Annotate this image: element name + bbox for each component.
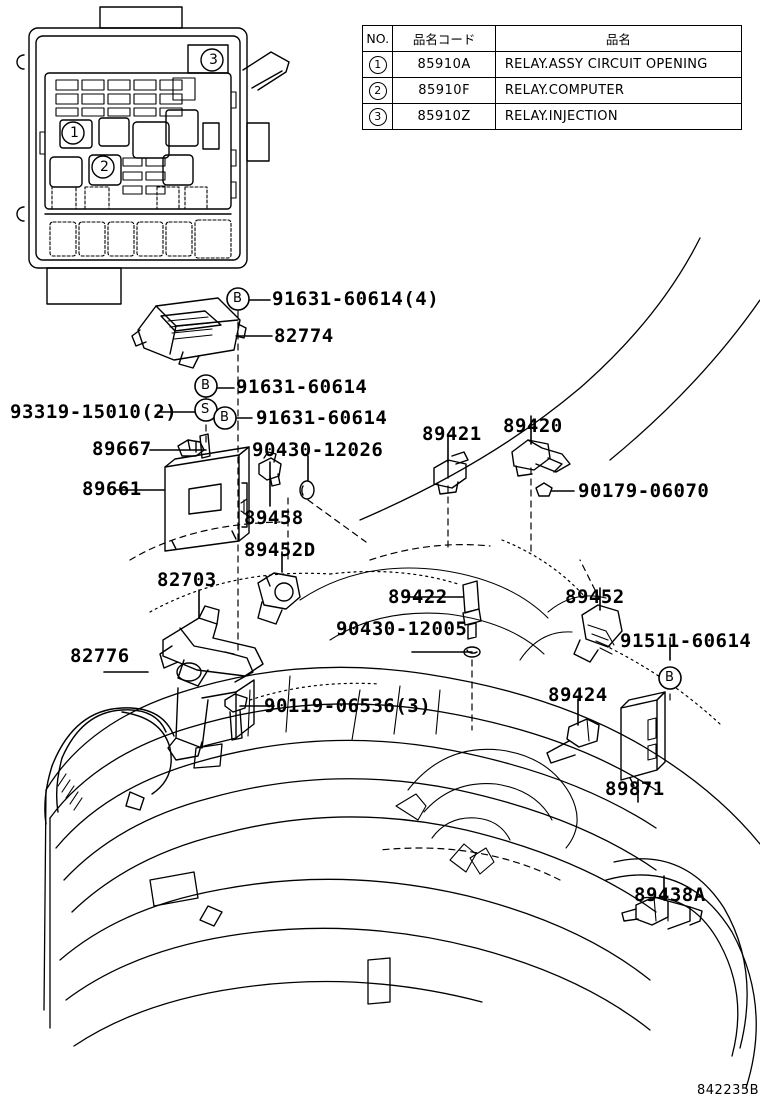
fusebox-callout-2: 2 <box>100 159 110 175</box>
bolt-90119-drawing <box>224 693 248 741</box>
table-header-row: NO. 品名コード 品名 <box>361 25 743 52</box>
label-89452: 89452 <box>565 586 625 608</box>
label-93319-15010-2: 93319-15010(2) <box>10 401 178 423</box>
label-82776: 82776 <box>70 645 130 667</box>
label-90119-06536-3: 90119-06536(3) <box>264 695 432 717</box>
label-91511-60614: 91511-60614 <box>620 630 752 652</box>
table-row: 3 85910Z RELAY.INJECTION <box>361 103 743 130</box>
callout-markers <box>194 287 682 690</box>
label-82703: 82703 <box>157 569 217 591</box>
label-90430-12026: 90430-12026 <box>252 439 384 461</box>
bracket-82703-drawing <box>159 605 264 761</box>
row-number-badge: 2 <box>368 81 387 100</box>
part-89452d-drawing <box>257 572 301 625</box>
fusebox-callout-3: 3 <box>209 52 219 68</box>
marker-b-91631-a: B <box>201 378 211 393</box>
part-89458-drawing <box>258 451 282 487</box>
row-number-cell: 3 <box>361 103 394 130</box>
row-code-cell: 85910F <box>392 77 496 104</box>
marker-b-91511: B <box>665 670 675 685</box>
ecu-cover-drawing <box>131 297 247 369</box>
row-name-cell: RELAY.INJECTION <box>494 103 743 130</box>
fusebox-callout-1: 1 <box>70 125 80 141</box>
row-name-cell: RELAY.COMPUTER <box>494 77 743 104</box>
label-91631-60614-b: 91631-60614 <box>256 407 388 429</box>
label-89661: 89661 <box>82 478 142 500</box>
marker-s-93319: S <box>201 402 210 417</box>
part-89424-drawing <box>546 718 600 764</box>
parts-legend-table: NO. 品名コード 品名 1 85910A RELAY.ASSY CIRCUIT… <box>361 25 743 130</box>
car-body-outline <box>43 237 760 1089</box>
label-91631-60614-4: 91631-60614(4) <box>272 288 440 310</box>
row-number-cell: 2 <box>361 77 394 104</box>
marker-b-91631-4: B <box>233 291 243 306</box>
part-89420-drawing <box>511 439 571 477</box>
row-name-cell: RELAY.ASSY CIRCUIT OPENING <box>494 51 743 78</box>
label-82774: 82774 <box>274 325 334 347</box>
row-number-badge: 1 <box>368 55 387 74</box>
label-90179-06070: 90179-06070 <box>578 480 710 502</box>
label-89422: 89422 <box>388 586 448 608</box>
label-89424: 89424 <box>548 684 608 706</box>
marker-b-91631-b: B <box>220 410 230 425</box>
row-code-cell: 85910A <box>392 51 496 78</box>
label-89420: 89420 <box>503 415 563 437</box>
row-code-cell: 85910Z <box>392 103 496 130</box>
row-number-badge: 3 <box>368 107 387 126</box>
diagram-reference-code: 842235B <box>697 1083 760 1098</box>
leader-lines <box>103 299 671 901</box>
part-90430-12026-drawing <box>299 480 315 500</box>
label-90430-12005: 90430-12005 <box>336 618 468 640</box>
label-89421: 89421 <box>422 423 482 445</box>
label-89458: 89458 <box>244 507 304 529</box>
module-89871-drawing <box>620 691 666 787</box>
label-89871: 89871 <box>605 778 665 800</box>
label-89452d: 89452D <box>244 539 316 561</box>
header-part-name: 品名 <box>494 25 743 52</box>
row-number-cell: 1 <box>361 51 394 78</box>
table-row: 2 85910F RELAY.COMPUTER <box>361 77 743 104</box>
ecu-89661-drawing <box>164 446 250 552</box>
part-89452-drawing <box>573 604 623 663</box>
part-89421-drawing <box>433 451 469 495</box>
label-91631-60614-a: 91631-60614 <box>236 376 368 398</box>
header-no: NO. <box>361 25 394 52</box>
label-89438a: 89438A <box>634 884 706 906</box>
fuse-box-drawing <box>16 6 290 305</box>
label-89667: 89667 <box>92 438 152 460</box>
bolt-90179-drawing <box>535 482 553 497</box>
table-row: 1 85910A RELAY.ASSY CIRCUIT OPENING <box>361 51 743 78</box>
header-part-code: 品名コード <box>392 25 496 52</box>
